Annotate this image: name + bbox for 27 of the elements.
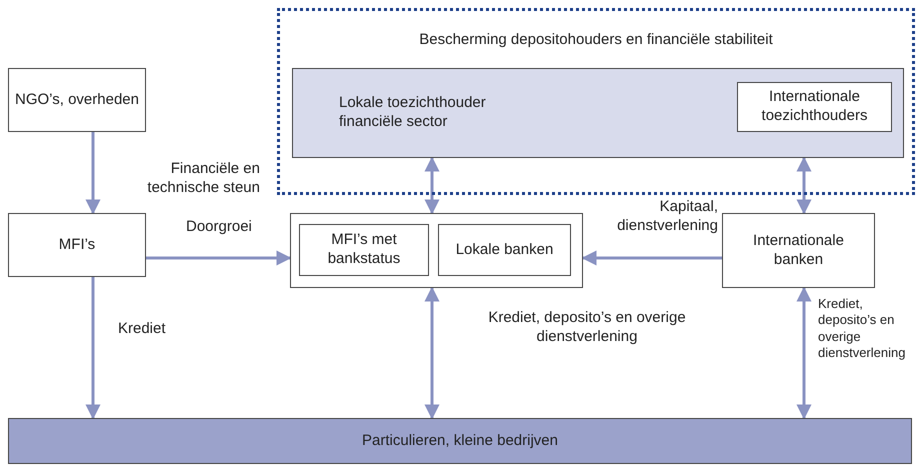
box-label: Internationale banken (752, 232, 845, 270)
box-label: Internationale toezichthouders (760, 88, 868, 126)
process-box (8, 68, 146, 132)
box-label: NGO’s, overheden (15, 90, 139, 110)
box-label: MFI’s met bankstatus (326, 231, 402, 269)
supervisor-box (292, 68, 904, 158)
arrow (86, 132, 100, 214)
box-label: Lokale banken (456, 240, 554, 260)
arrow (146, 250, 292, 266)
process-box (299, 224, 429, 276)
arrow (424, 156, 440, 214)
box-label: Particulieren, kleine bedrijven (362, 432, 558, 450)
process-box (8, 213, 146, 277)
target-bar (8, 418, 912, 464)
process-box (290, 213, 583, 288)
arrow (86, 277, 100, 420)
arrow (796, 156, 812, 214)
dotted-region (277, 8, 915, 195)
arrow (424, 286, 440, 420)
box-label: Lokale toezichthouder financiële sector (339, 94, 487, 132)
arrow (796, 286, 812, 420)
process-box (722, 213, 875, 288)
process-box (438, 224, 571, 276)
process-box (737, 82, 892, 132)
region-heading: Bescherming depositohouders en financiële stabiliteit (419, 31, 773, 50)
box-label: MFI’s (58, 236, 96, 254)
arrow (582, 250, 722, 266)
